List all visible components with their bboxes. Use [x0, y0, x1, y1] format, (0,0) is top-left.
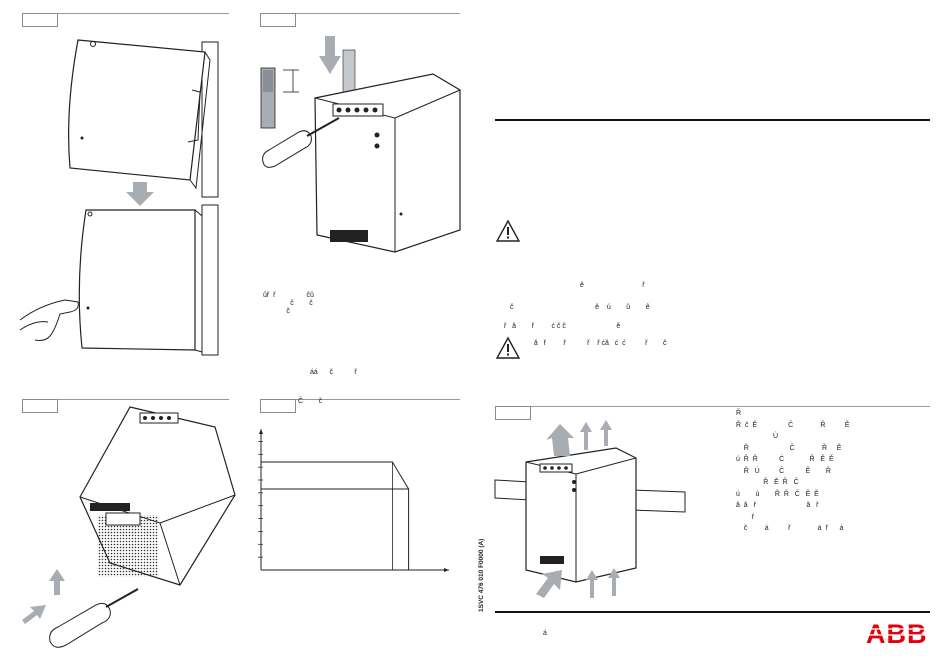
text-fragment: ă ř ř ř ř ćă ć ć ř č: [528, 340, 667, 347]
wiring-illustration: [260, 36, 461, 253]
text-fragment: Č č: [298, 398, 323, 405]
mounting-illustration: [19, 39, 219, 356]
panel-rule-bottom-left: [22, 399, 229, 400]
text-fragment: ř ă ř ć č č ě: [504, 323, 621, 330]
panel-rule-right: [495, 406, 930, 407]
text-fragment: ê ř: [580, 282, 645, 289]
section-divider-top: [495, 119, 930, 121]
chart-x-arrow: [444, 568, 449, 572]
text-fragment: á: [543, 630, 547, 637]
text-fragment: ûř ř ĉû: [263, 292, 314, 299]
removal-illustration: [22, 406, 236, 648]
step-tag-3: [22, 399, 58, 413]
panel-rule-bottom-middle: [260, 399, 460, 400]
step-tag-5: [495, 406, 531, 420]
text-fragment: č: [263, 308, 290, 315]
abb-logo: ABB: [866, 619, 930, 649]
abb-logo-mark: ABB: [866, 619, 930, 649]
step-tag-2: [260, 13, 296, 27]
text-fragment: č ě ú û ê: [510, 304, 650, 311]
derating-chart: [258, 429, 449, 572]
chart-y-arrow: [259, 429, 263, 434]
step-tag-1: [22, 13, 58, 27]
warning-triangle-icon: [495, 336, 521, 359]
step-tag-4: [260, 399, 296, 413]
chart-side-code: 1SVC 476 010 F0000 (A): [478, 538, 485, 612]
panel-rule-top-middle: [260, 13, 460, 14]
text-fragment: č č: [263, 300, 313, 307]
panel-rule-top-left: [22, 13, 229, 14]
text-fragment: Ř Ř č Ě Č Ř Ě Ú Ř Č Ř Ě ú Ř Ř Ć Ř Ě Ě Ř …: [736, 410, 850, 532]
text-fragment: áá č ř: [310, 369, 357, 376]
abb-logo-text: ABB: [866, 619, 928, 649]
ventilation-illustration: [494, 420, 686, 598]
warning-triangle-icon: [495, 219, 521, 242]
chart-series-line-1: [261, 461, 410, 570]
section-divider-bottom: [495, 611, 930, 613]
